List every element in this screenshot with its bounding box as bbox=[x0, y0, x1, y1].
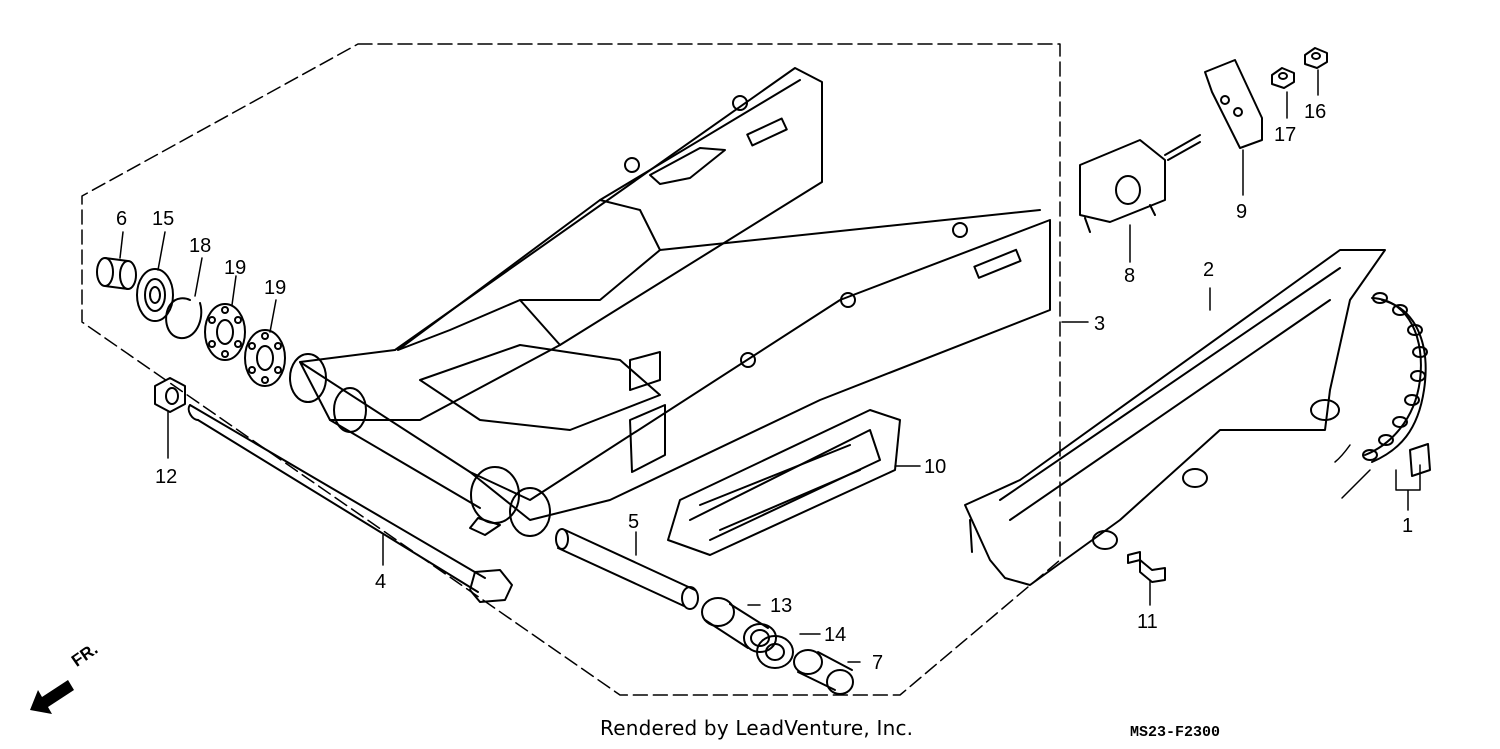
callout-19b: 19 bbox=[264, 277, 286, 299]
drive-chain-1 bbox=[1334, 292, 1431, 499]
assembly-boundary bbox=[81, 43, 1061, 696]
dust-seal-15 bbox=[136, 268, 174, 322]
collar-7 bbox=[793, 649, 854, 695]
callout-12: 12 bbox=[155, 466, 177, 488]
callout-5: 5 bbox=[628, 511, 639, 533]
diagram-code: MS23-F2300 bbox=[1130, 724, 1221, 741]
circlip-18 bbox=[165, 297, 203, 340]
render-credit: Rendered by LeadVenture, Inc. bbox=[600, 716, 914, 740]
bolt-11 bbox=[1127, 551, 1166, 583]
nut-12 bbox=[154, 377, 186, 413]
chain-slider-10 bbox=[667, 409, 901, 556]
swingarm bbox=[289, 67, 1051, 537]
chain-guard-2 bbox=[964, 249, 1386, 586]
collar-5 bbox=[555, 528, 699, 610]
nut-17 bbox=[1271, 67, 1295, 89]
callout-18: 18 bbox=[189, 235, 211, 257]
callout-11: 11 bbox=[1137, 611, 1158, 633]
callout-1: 1 bbox=[1402, 515, 1413, 537]
callout-8: 8 bbox=[1124, 265, 1135, 287]
collar-6 bbox=[96, 257, 137, 290]
bearing-19-b bbox=[244, 329, 286, 387]
slider-bracket-8 bbox=[1079, 134, 1201, 233]
leader-lines bbox=[119, 69, 1421, 663]
callout-7: 7 bbox=[872, 652, 883, 674]
callout-17: 17 bbox=[1274, 124, 1296, 146]
needle-bearing-13 bbox=[701, 597, 777, 653]
callout-19a: 19 bbox=[224, 257, 246, 279]
bearing-19-a bbox=[204, 303, 246, 361]
callout-10: 10 bbox=[924, 456, 946, 478]
front-arrow-icon bbox=[30, 680, 74, 714]
callout-9: 9 bbox=[1236, 201, 1247, 223]
callout-15: 15 bbox=[152, 208, 174, 230]
nut-16 bbox=[1304, 47, 1328, 69]
callout-14: 14 bbox=[824, 624, 846, 646]
callouts: 1 2 3 4 5 6 7 8 9 10 11 12 13 14 15 16 1… bbox=[116, 101, 1413, 674]
callout-6: 6 bbox=[116, 208, 127, 230]
dust-seal-14 bbox=[756, 635, 794, 669]
callout-4: 4 bbox=[375, 571, 386, 593]
callout-16: 16 bbox=[1304, 101, 1326, 123]
callout-13: 13 bbox=[770, 595, 792, 617]
callout-3: 3 bbox=[1094, 313, 1105, 335]
pivot-bolt-4 bbox=[187, 404, 513, 603]
rubber-pad-9 bbox=[1204, 59, 1263, 149]
callout-2: 2 bbox=[1203, 259, 1214, 281]
